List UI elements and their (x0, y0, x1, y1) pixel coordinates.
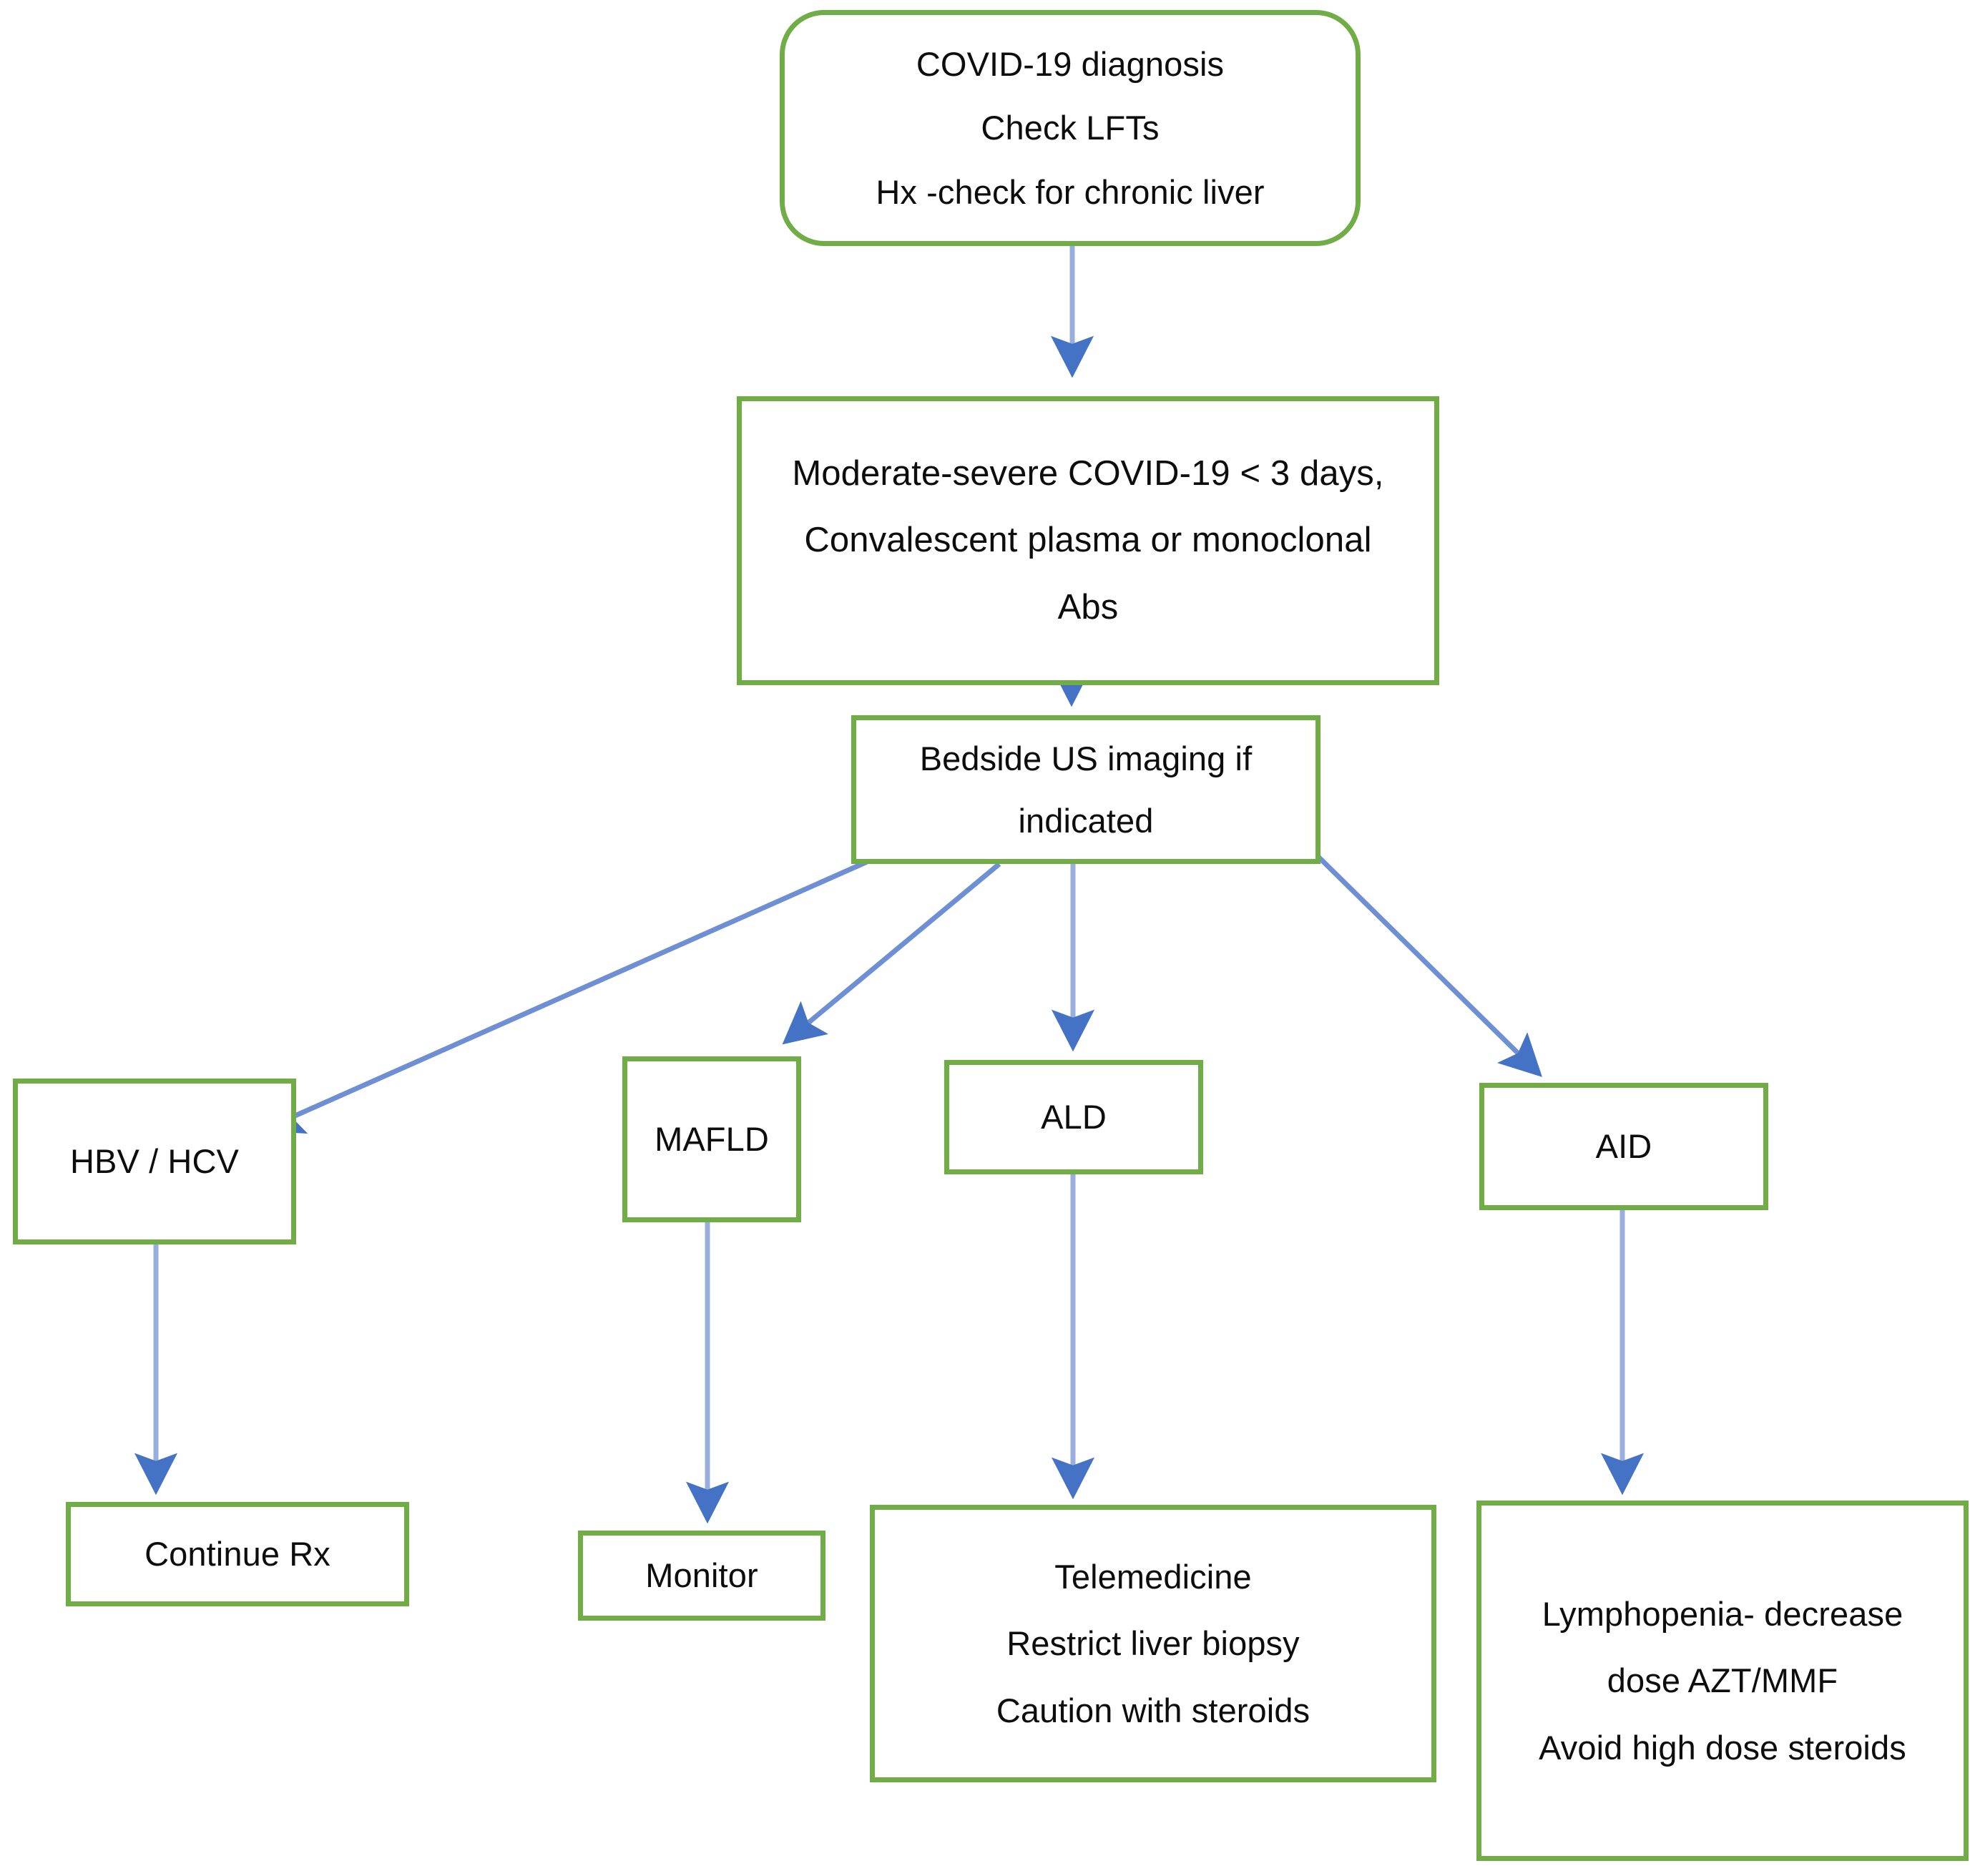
node-hbv-hcv[interactable]: HBV / HCV (13, 1079, 296, 1244)
node-moderate-severe-line-3: Abs (1057, 587, 1119, 627)
node-ald[interactable]: ALD (944, 1060, 1203, 1174)
node-moderate-severe-line-1: Moderate-severe COVID-19 < 3 days, (792, 453, 1384, 493)
node-continue-rx[interactable]: Continue Rx (66, 1502, 409, 1606)
node-ald-label: ALD (1041, 1098, 1107, 1136)
node-bedside-us-line-1: Bedside US imaging if (919, 739, 1253, 777)
node-aid[interactable]: AID (1479, 1083, 1768, 1210)
node-aid-outcome-line-2: dose AZT/MMF (1607, 1661, 1838, 1700)
node-hbv-hcv-label: HBV / HCV (70, 1142, 239, 1181)
node-monitor-label: Monitor (645, 1556, 758, 1595)
node-moderate-severe-line-2: Convalescent plasma or monoclonal (804, 521, 1372, 560)
node-covid-diagnosis-line-2: Check LFTs (981, 109, 1160, 147)
node-telemedicine-line-2: Restrict liver biopsy (1006, 1624, 1300, 1663)
node-aid-label: AID (1595, 1127, 1652, 1166)
node-bedside-us-imaging[interactable]: Bedside US imaging if indicated (851, 715, 1320, 864)
node-aid-outcome[interactable]: Lymphopenia- decrease dose AZT/MMF Avoid… (1476, 1501, 1969, 1861)
node-covid-diagnosis[interactable]: COVID-19 diagnosis Check LFTs Hx -check … (780, 10, 1361, 246)
node-continue-rx-label: Continue Rx (144, 1535, 330, 1573)
node-mafld[interactable]: MAFLD (622, 1056, 801, 1222)
node-aid-outcome-line-1: Lymphopenia- decrease (1542, 1594, 1903, 1633)
node-telemedicine-line-1: Telemedicine (1054, 1557, 1252, 1596)
node-aid-outcome-line-3: Avoid high dose steroids (1539, 1728, 1906, 1767)
node-bedside-us-line-2: indicated (1018, 802, 1154, 840)
node-moderate-severe-covid[interactable]: Moderate-severe COVID-19 < 3 days, Conva… (737, 396, 1439, 685)
node-covid-diagnosis-line-1: COVID-19 diagnosis (916, 44, 1225, 83)
node-telemedicine-line-3: Caution with steroids (996, 1691, 1310, 1729)
node-mafld-label: MAFLD (655, 1120, 769, 1159)
edge-bedside-to-aid (1314, 853, 1542, 1077)
node-covid-diagnosis-line-3: Hx -check for chronic liver (876, 172, 1265, 211)
node-monitor[interactable]: Monitor (578, 1531, 825, 1621)
node-telemedicine[interactable]: Telemedicine Restrict liver biopsy Cauti… (870, 1505, 1436, 1782)
edge-bedside-to-mafld (782, 862, 1001, 1045)
